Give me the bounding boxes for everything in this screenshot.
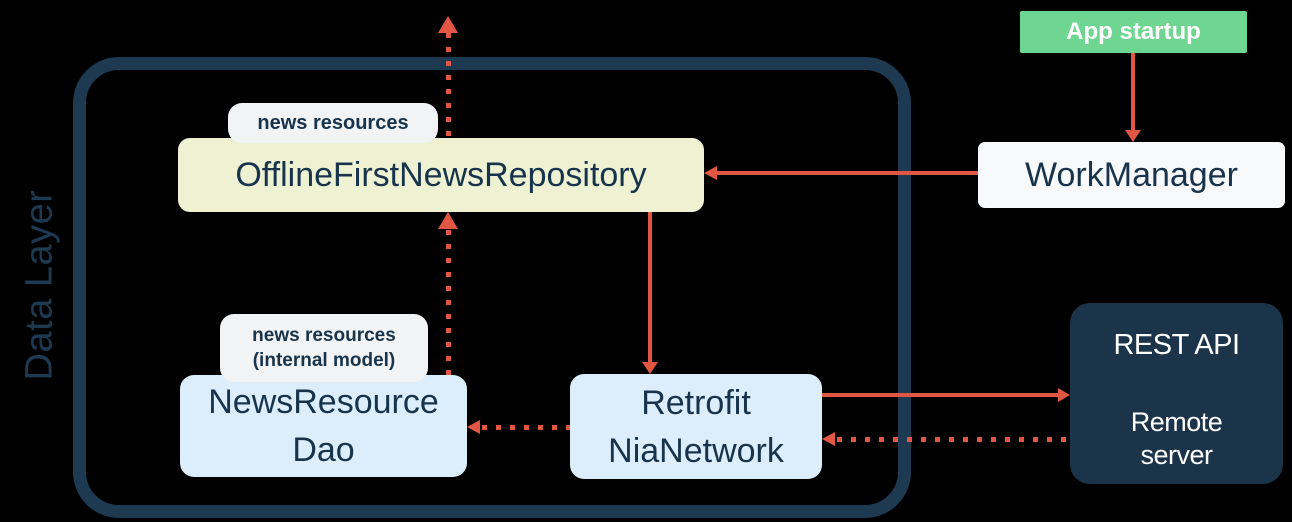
node-news-resource-dao: NewsResource Dao <box>180 375 467 477</box>
arrowhead-left-icon <box>822 432 835 446</box>
arrow-line <box>822 393 1058 397</box>
node-label: App startup <box>1066 18 1201 45</box>
node-rest-api-remote-server: REST API Remote server <box>1070 303 1283 484</box>
node-label-line1: NewsResource <box>208 383 439 421</box>
tag-label-line2: (internal model) <box>252 350 396 371</box>
arrowhead-down-icon <box>1125 130 1141 142</box>
arrow-dotted-line <box>446 230 451 375</box>
data-layer-label: Data Layer <box>18 189 61 381</box>
arrowhead-left-icon <box>704 166 717 180</box>
node-retrofit-nia-network: Retrofit NiaNetwork <box>570 374 822 479</box>
arrow-dotted-line <box>482 425 570 430</box>
arrowhead-up-icon <box>438 16 458 33</box>
arrow-dotted-line <box>837 437 1070 442</box>
node-label: OfflineFirstNewsRepository <box>235 155 647 194</box>
arrowhead-right-icon <box>1058 388 1070 402</box>
arrow-dotted-line <box>446 33 451 138</box>
node-label-line2: Dao <box>292 431 355 469</box>
node-app-startup: App startup <box>1020 11 1247 53</box>
arrow-line <box>716 171 978 175</box>
tag-label: news resources <box>257 112 409 134</box>
arrow-line <box>648 212 652 362</box>
node-label-line2: NiaNetwork <box>608 431 784 470</box>
arrowhead-left-icon <box>467 420 480 434</box>
remote-server-line1: Remote <box>1130 407 1223 437</box>
arrowhead-up-icon <box>438 212 458 229</box>
node-label: WorkManager <box>1025 155 1238 194</box>
node-workmanager: WorkManager <box>978 142 1285 208</box>
tag-label-line1: news resources <box>252 325 396 346</box>
tag-news-resources: news resources <box>228 103 438 143</box>
tag-news-resources-internal-model: news resources (internal model) <box>220 314 428 382</box>
node-label-line1: Retrofit <box>641 383 751 422</box>
remote-server-line2: server <box>1140 440 1213 470</box>
rest-api-title: REST API <box>1113 329 1240 361</box>
arrowhead-down-icon <box>642 362 658 374</box>
arrow-line <box>1131 53 1135 130</box>
node-offline-first-news-repository: OfflineFirstNewsRepository <box>178 138 704 212</box>
